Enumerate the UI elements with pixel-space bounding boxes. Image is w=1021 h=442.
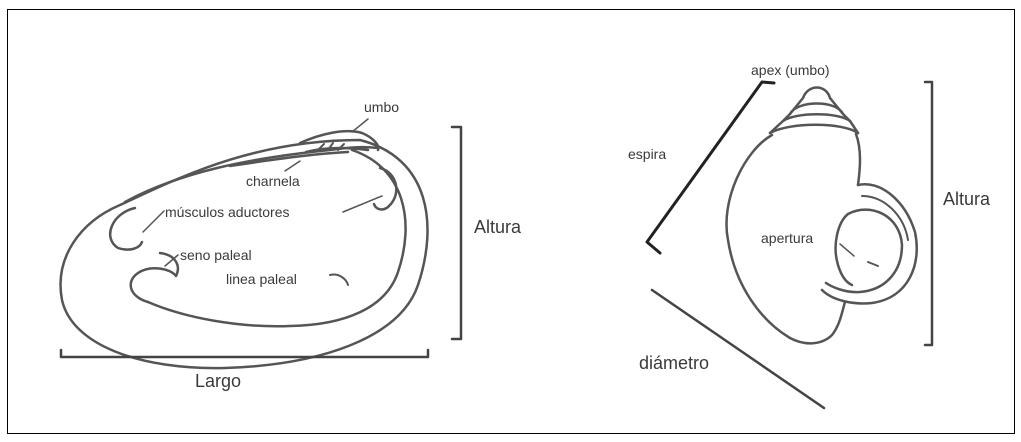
umbo-label: umbo <box>364 100 399 114</box>
musculos-label: músculos aductores <box>165 205 290 219</box>
espira-label: espira <box>628 147 666 161</box>
altura-bracket-right <box>925 82 932 345</box>
bivalve-posterior-muscle-scar <box>374 168 396 209</box>
gastropod-lip-mark <box>868 262 878 266</box>
gastropod-aperture-fill <box>862 196 908 240</box>
diametro-label: diámetro <box>639 354 709 372</box>
bivalve-anterior-muscle-scar <box>110 208 142 250</box>
gastropod-body-right <box>856 134 860 185</box>
apertura-leader-line <box>840 244 854 256</box>
largo-label: Largo <box>195 372 241 390</box>
charnela-label: charnela <box>246 174 300 188</box>
altura-bracket-left <box>452 127 461 339</box>
apex-label: apex (umbo) <box>751 63 830 77</box>
gastropod-columella <box>836 214 852 285</box>
altura-label-gastropod: Altura <box>943 190 990 208</box>
altura-label-bivalve: Altura <box>474 218 521 236</box>
umbo-leader-line <box>352 119 368 132</box>
musculos-leader-right <box>343 196 382 212</box>
bivalve-pallial-line-mark <box>330 275 348 285</box>
diametro-line <box>652 290 824 408</box>
gastropod-spire-apex <box>803 88 830 99</box>
gastropod-aperture-inner <box>826 210 902 293</box>
gastropod-spire-whorls <box>770 104 858 134</box>
espira-bracket <box>647 82 774 253</box>
charnela-leader-line <box>285 161 300 171</box>
musculos-leader-left <box>143 211 164 232</box>
apertura-label: apertura <box>761 231 813 245</box>
linea-label: linea paleal <box>226 272 297 286</box>
seno-label: seno paleal <box>180 248 252 262</box>
